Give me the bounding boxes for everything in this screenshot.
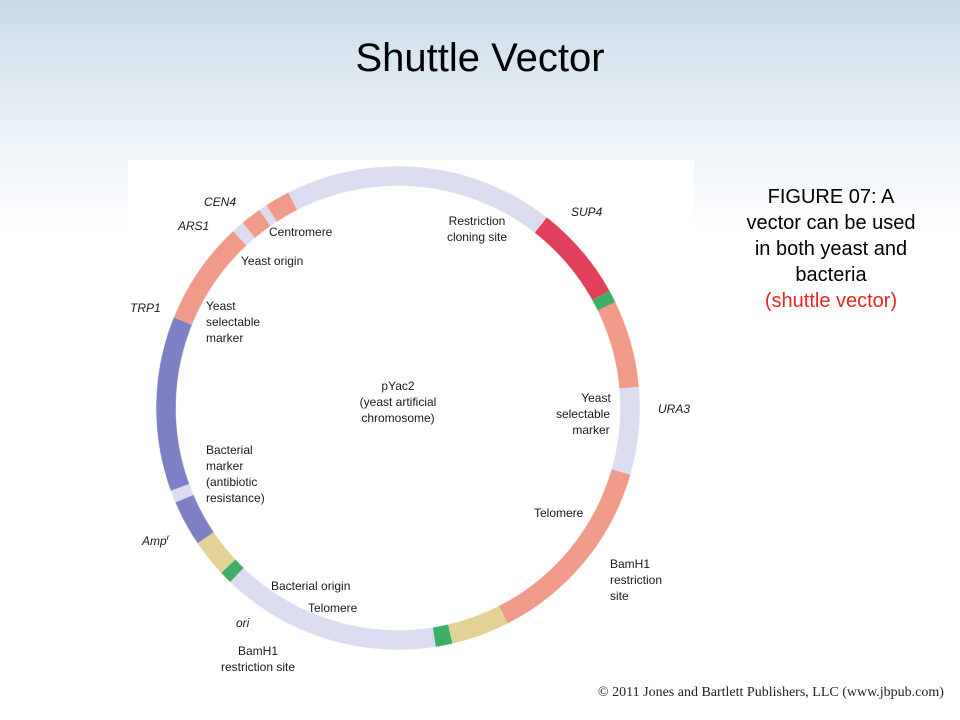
seg-backbone-right bbox=[611, 386, 640, 475]
label-yeast-marker-right-1: Yeast bbox=[581, 391, 611, 405]
gene-label-ampr: Ampr bbox=[141, 533, 170, 548]
gene-label-sup4: SUP4 bbox=[571, 205, 603, 219]
label-bamh1-right-3: site bbox=[610, 589, 629, 603]
label-bacterial-origin: Bacterial origin bbox=[271, 579, 350, 593]
seg-telomere-right bbox=[447, 605, 508, 644]
seg-ampr bbox=[156, 317, 193, 491]
figure-caption: FIGURE 07: A vector can be used in both … bbox=[726, 184, 936, 314]
label-bacterial-marker-1: Bacterial bbox=[206, 443, 253, 457]
caption-line-4: bacteria bbox=[795, 264, 867, 286]
label-yeast-marker-left-3: marker bbox=[206, 331, 243, 345]
seg-backbone-top bbox=[288, 166, 547, 234]
slide-title: Shuttle Vector bbox=[355, 36, 605, 80]
gene-label-ars1: ARS1 bbox=[177, 219, 209, 233]
label-bamh1-left-1: BamH1 bbox=[238, 644, 278, 658]
caption-line-2: vector can be used bbox=[746, 212, 916, 234]
label-yeast-marker-left-2: selectable bbox=[206, 315, 260, 329]
seg-ori bbox=[175, 494, 215, 544]
seg-bamh1-right bbox=[432, 624, 453, 648]
seg-restriction-site bbox=[534, 217, 610, 301]
caption-line-1: FIGURE 07: A bbox=[767, 186, 895, 208]
ampr-superscript: r bbox=[167, 533, 170, 542]
label-restriction-cloning-2: cloning site bbox=[447, 230, 507, 244]
copyright-notice: © 2011 Jones and Bartlett Publishers, LL… bbox=[598, 685, 944, 700]
gene-label-trp1: TRP1 bbox=[130, 301, 161, 315]
label-bacterial-marker-3: (antibiotic bbox=[206, 475, 257, 489]
gene-label-ura3: URA3 bbox=[658, 402, 690, 416]
label-bamh1-right-1: BamH1 bbox=[610, 557, 650, 571]
seg-sup4 bbox=[597, 301, 640, 389]
caption-note: (shuttle vector) bbox=[764, 290, 898, 312]
seg-bamh1-top bbox=[592, 290, 616, 311]
seg-backbone-ori-gap bbox=[170, 483, 194, 503]
plasmid-desc-line2: chromosome) bbox=[361, 411, 434, 425]
ampr-main: Amp bbox=[141, 534, 167, 548]
label-telomere-right: Telomere bbox=[534, 506, 584, 520]
label-yeast-marker-right-3: marker bbox=[572, 423, 609, 437]
label-bamh1-left-2: restriction site bbox=[221, 660, 295, 674]
label-yeast-marker-right-2: selectable bbox=[556, 407, 610, 421]
ring-outer-edge bbox=[155, 165, 641, 651]
plasmid-name-label: pYac2 bbox=[381, 379, 414, 393]
plasmid-ring bbox=[155, 165, 641, 651]
label-centromere: Centromere bbox=[269, 225, 333, 239]
seg-ars1 bbox=[242, 209, 271, 238]
gene-label-ori: ori bbox=[236, 616, 250, 630]
label-yeast-origin: Yeast origin bbox=[241, 254, 303, 268]
label-bacterial-marker-2: marker bbox=[206, 459, 243, 473]
label-yeast-marker-left-1: Yeast bbox=[206, 299, 236, 313]
seg-backbone-bottom bbox=[229, 567, 436, 650]
caption-line-3: in both yeast and bbox=[754, 238, 908, 260]
plasmid-desc-line1: (yeast artificial bbox=[360, 395, 437, 409]
label-bacterial-marker-4: resistance) bbox=[206, 491, 265, 505]
label-bamh1-right-2: restriction bbox=[610, 573, 662, 587]
seg-backbone-cen4-gap bbox=[259, 205, 278, 227]
seg-cen4 bbox=[266, 192, 298, 222]
seg-telomere-left bbox=[197, 532, 236, 574]
plasmid-diagram: pYac2 (yeast artificial chromosome) CEN4… bbox=[130, 165, 690, 674]
seg-backbone-ars1-gap bbox=[232, 222, 256, 246]
seg-ura3 bbox=[498, 469, 631, 624]
seg-bamh1-left bbox=[221, 559, 244, 583]
label-telomere-left: Telomere bbox=[308, 601, 358, 615]
gene-label-cen4: CEN4 bbox=[204, 195, 236, 209]
figure-panel: pYac2 (yeast artificial chromosome) CEN4… bbox=[128, 160, 694, 680]
label-restriction-cloning-1: Restriction bbox=[449, 214, 506, 228]
ring-inner-edge bbox=[175, 185, 621, 631]
seg-trp1 bbox=[173, 231, 247, 325]
